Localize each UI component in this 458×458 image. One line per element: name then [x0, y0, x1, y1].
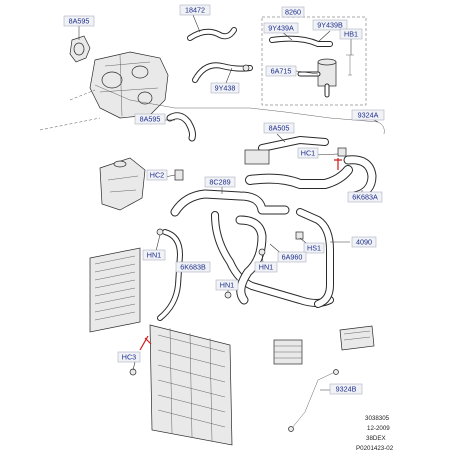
hose-8a595-mid [166, 112, 196, 142]
callout-9y438: 9Y438 [215, 84, 236, 93]
callout-6a715: 6A715 [271, 67, 292, 76]
callout-6a960: 6A960 [282, 253, 303, 262]
callout-8a505: 8A505 [269, 124, 290, 133]
callout-hc3-box [117, 351, 141, 363]
callout-hb1: HB1 [344, 30, 358, 39]
callout-8a595-top-box [63, 15, 95, 27]
callout-8260-box [281, 6, 305, 18]
callout-hc1: HC1 [301, 149, 315, 158]
footer-line-3: 38DEX [366, 435, 386, 442]
footer-line-4: P0201423-02 [356, 445, 394, 452]
callout-8a505-box [263, 122, 295, 134]
hose-lower [235, 215, 267, 305]
callout-8a595-top: 8A595 [69, 17, 90, 26]
radiator [89, 247, 141, 333]
assembly-8260 [269, 35, 354, 98]
housing-dash-line [69, 89, 96, 101]
callout-6a960-box [277, 251, 307, 263]
clip-hs1 [295, 231, 304, 240]
callout-4090-box [351, 236, 377, 248]
callout-9y439b: 9Y439B [317, 21, 343, 30]
pipe-9324b [288, 369, 339, 432]
callout-hc3: HC3 [122, 353, 136, 362]
footer-line-1: 3038305 [365, 415, 390, 422]
radiator-main [149, 324, 233, 446]
footer-line-2: 12-2009 [367, 425, 390, 432]
callout-6a715-box [265, 65, 297, 77]
red-marker-hc1 [334, 158, 342, 170]
clip-hn1-a [156, 228, 164, 236]
callout-9324b-box [329, 383, 363, 395]
callout-18472: 18472 [185, 6, 205, 15]
hose-8a505 [244, 136, 329, 165]
callout-6k683a-box [347, 191, 383, 203]
callout-hs1: HS1 [307, 244, 321, 253]
hose-6k683a [343, 155, 377, 201]
callout-9y439b-box [312, 19, 348, 31]
callout-hn1-c-box [215, 279, 239, 291]
callout-8c289: 8C289 [209, 178, 230, 187]
housing-dash-line-2 [39, 117, 101, 131]
clip-hn1-b [258, 248, 266, 256]
clip-hc2 [174, 169, 184, 181]
callout-8a595-mid-box [134, 113, 166, 125]
callout-9y438-box [210, 82, 240, 94]
clip-hc1 [337, 147, 347, 157]
callout-hs1-box [303, 242, 325, 254]
hose-9y438 [192, 62, 253, 83]
red-marker-hc3 [139, 335, 152, 351]
callout-hc2-box [146, 169, 168, 181]
hose-4090 [296, 208, 334, 308]
thermostat-housing [89, 51, 169, 119]
callout-9324a-box [351, 109, 385, 121]
hose-18472 [187, 27, 237, 41]
callout-9y439a-box [263, 22, 299, 34]
callout-hn1-a-box [142, 249, 166, 261]
callout-hb1-box [339, 28, 363, 40]
hose-6k683b [157, 229, 183, 321]
callout-6k683b-box [175, 261, 211, 273]
callout-hc2: HC2 [150, 171, 164, 180]
callout-8a595-mid: 8A595 [140, 115, 161, 124]
assembly-8260-frame [261, 16, 367, 106]
fitting-8a595-top [69, 35, 91, 63]
callout-4090: 4090 [356, 238, 372, 247]
hose-8c289 [170, 189, 290, 217]
oil-cooler [273, 339, 303, 365]
callout-hn1-b-box [254, 261, 278, 273]
clip-hn1-c [224, 291, 232, 299]
callout-8c289-box [204, 176, 236, 188]
callout-9324b: 9324B [336, 385, 357, 394]
callout-hn1-a: HN1 [147, 251, 161, 260]
callout-9y439a: 9Y439A [268, 24, 294, 33]
callout-6k683b: 6K683B [180, 263, 206, 272]
callout-9324a: 9324A [358, 111, 379, 120]
transmission-cooler [339, 325, 375, 351]
callout-hc1-box [297, 147, 319, 159]
callout-18472-box [179, 4, 211, 16]
callout-8260: 8260 [285, 8, 301, 17]
callout-hn1-c: HN1 [220, 281, 234, 290]
hose-upper-radiator [245, 165, 353, 189]
pipe-9324a [94, 84, 385, 135]
expansion-tank [99, 157, 146, 211]
callout-hn1-b: HN1 [259, 263, 273, 272]
callout-6k683a: 6K683A [352, 193, 378, 202]
